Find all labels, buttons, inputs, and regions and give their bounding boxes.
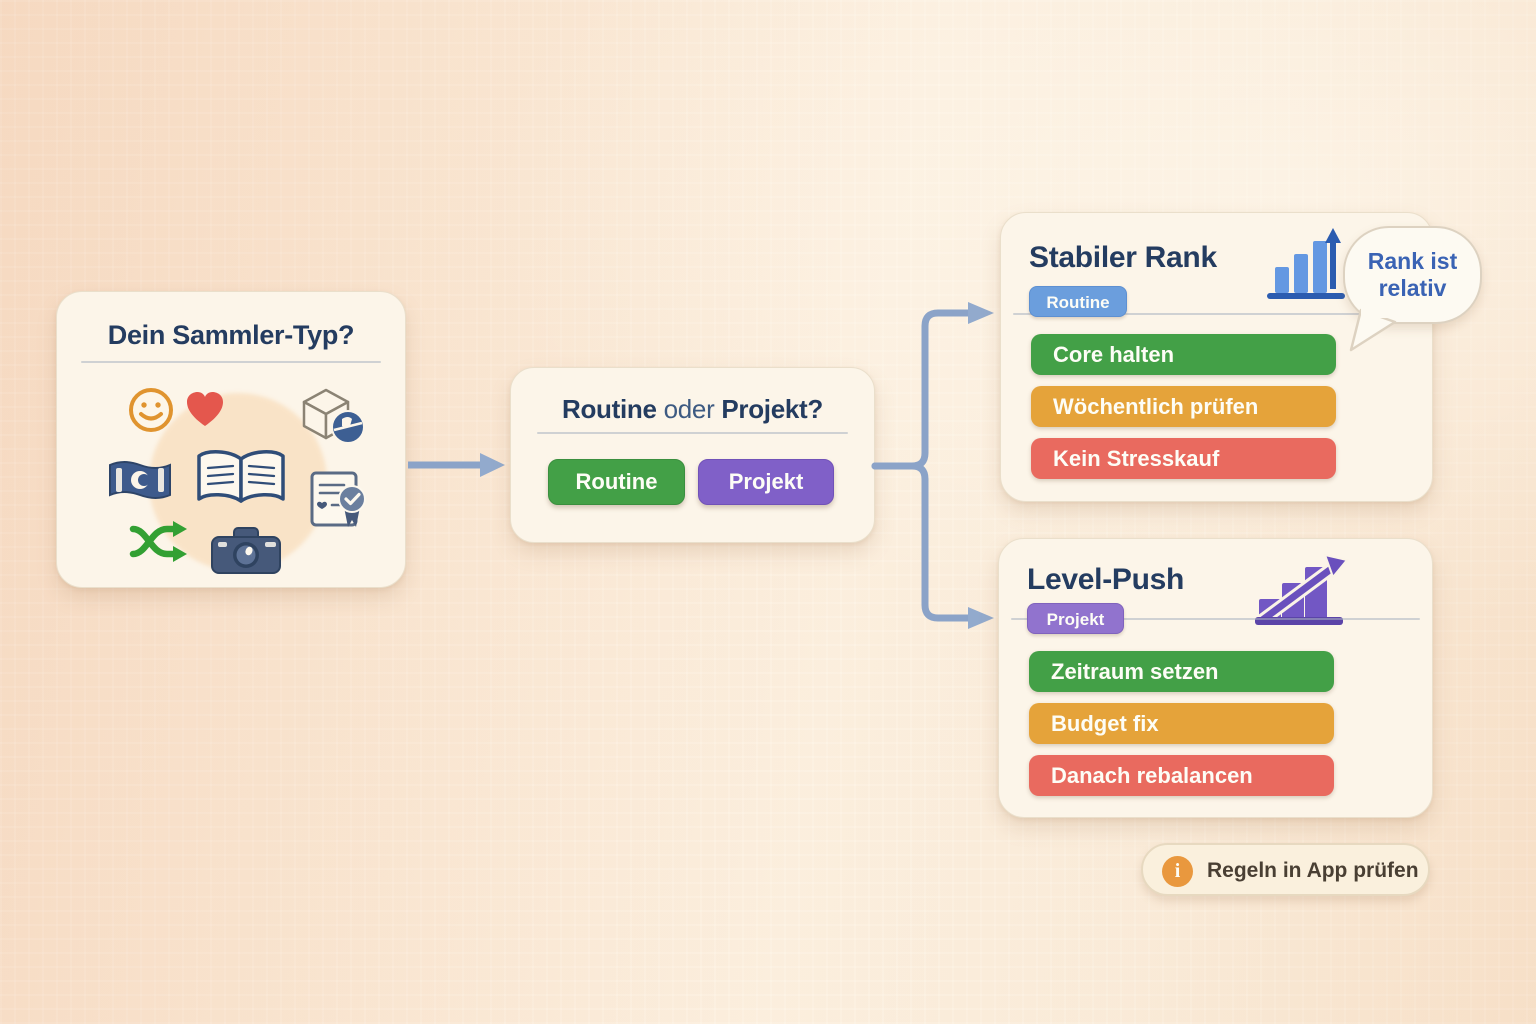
decision-card: Routine oder Projekt? Routine Projekt: [510, 367, 875, 543]
flow-arrow-to-decision: [408, 453, 505, 477]
rule-pill-zeitraum-setzen: Zeitraum setzen: [1029, 651, 1334, 692]
bar-chart-up-icon: [1267, 228, 1345, 299]
package-globe-icon: [302, 388, 365, 444]
routine-button[interactable]: Routine: [548, 459, 685, 505]
divider: [1011, 618, 1420, 620]
money-icon: [109, 461, 171, 499]
heart-icon: [187, 392, 223, 426]
callout-line1: Rank ist: [1367, 248, 1458, 274]
callout-line2: relativ: [1378, 275, 1447, 301]
shuffle-icon: [129, 521, 187, 562]
collector-card-title: Dein Sammler-Typ?: [107, 320, 355, 350]
stable-rank-title: Stabiler Rank: [1029, 241, 1217, 274]
certificate-icon: [310, 471, 366, 527]
footer-note[interactable]: i Regeln in App prüfen: [1141, 843, 1430, 896]
level-push-card: Level-Push Projekt Zeitraum setzen Budge…: [998, 538, 1433, 818]
rank-relativ-callout: Rank ist relativ: [1343, 226, 1482, 324]
info-icon: i: [1162, 856, 1193, 887]
callout-tail: [1349, 308, 1397, 352]
decision-title-routine: Routine: [562, 394, 657, 424]
rule-pill-danach-rebalancen: Danach rebalancen: [1029, 755, 1334, 796]
routine-badge: Routine: [1029, 286, 1127, 317]
camera-icon: [211, 527, 281, 574]
divider: [81, 361, 381, 363]
smiley-icon: [129, 388, 173, 432]
rule-pill-budget-fix: Budget fix: [1029, 703, 1334, 744]
level-push-title: Level-Push: [1027, 563, 1185, 596]
collector-type-card: Dein Sammler-Typ?: [56, 291, 406, 588]
open-book-icon: [197, 450, 285, 503]
decision-title-oder: oder: [656, 394, 722, 424]
projekt-badge: Projekt: [1027, 603, 1124, 634]
divider: [1013, 313, 1420, 315]
flow-branch-connector: [871, 302, 994, 629]
decision-card-title: Routine oder Projekt?: [511, 394, 874, 425]
divider: [537, 432, 848, 434]
footer-note-label: Regeln in App prüfen: [1207, 859, 1419, 882]
rule-pill-core-halten: Core halten: [1031, 334, 1336, 375]
projekt-button[interactable]: Projekt: [698, 459, 834, 505]
rule-pill-woechentlich-pruefen: Wöchentlich prüfen: [1031, 386, 1336, 427]
decision-title-projekt: Projekt?: [721, 394, 823, 424]
rule-pill-kein-stresskauf: Kein Stresskauf: [1031, 438, 1336, 479]
